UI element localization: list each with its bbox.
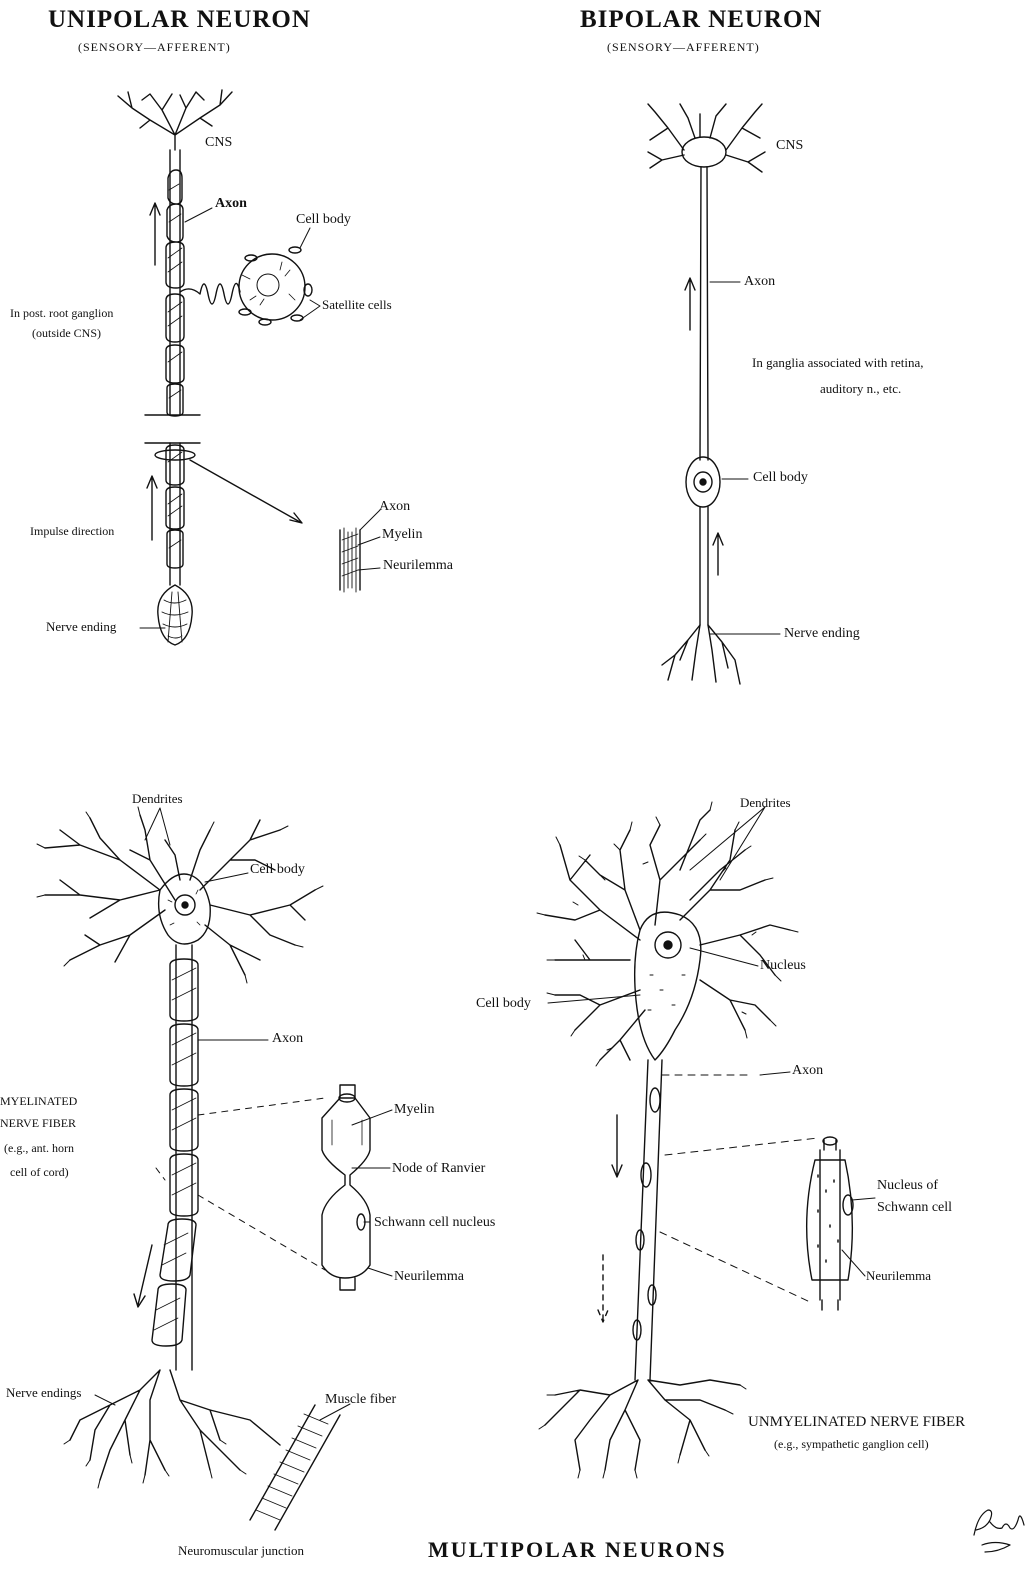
unmyelinated-axon — [633, 1060, 662, 1380]
signature-graphic — [974, 1510, 1024, 1552]
satellite-cells-label: Satellite cells — [322, 298, 392, 313]
unipolar-cell-body-label: Cell body — [296, 212, 351, 228]
unipolar-axon-upper — [166, 150, 184, 416]
myelinated-dendrites — [37, 807, 323, 983]
bipolar-cell-body — [686, 457, 720, 507]
unipolar-cns-label: CNS — [205, 135, 232, 151]
bipolar-title: BIPOLAR NEURON — [580, 6, 823, 34]
unipolar-axon-label: Axon — [215, 196, 247, 212]
unmyelinated-dendrites-label: Dendrites — [740, 796, 791, 811]
nerve-endings-label: Nerve endings — [6, 1386, 81, 1401]
bipolar-axon-lower — [700, 507, 708, 625]
nm-junction-label: Neuromuscular junction — [178, 1544, 304, 1559]
myelinated-axon — [152, 945, 198, 1370]
myelinated-arrow-down — [134, 1245, 152, 1307]
inset-axon-label: Axon — [379, 499, 410, 515]
inset-myelin-label: Myelin — [382, 527, 422, 543]
unmyelinated-cell-body-label: Cell body — [476, 996, 531, 1012]
unipolar-nerve-ending — [158, 585, 192, 645]
unmyelinated-inset — [807, 1137, 853, 1310]
myelinated-dashed-guides — [156, 1098, 325, 1270]
myelinated-nerve-endings — [64, 1370, 280, 1488]
unipolar-cut-marks — [145, 415, 200, 443]
bipolar-cns-label: CNS — [776, 138, 803, 154]
myelinated-fiber-line2: NERVE FIBER — [0, 1117, 76, 1131]
unmyelinated-neuron — [537, 802, 853, 1478]
myelinated-cell-body-label: Cell body — [250, 862, 305, 878]
schwann-nucleus-label: Schwann cell nucleus — [374, 1215, 495, 1231]
bipolar-cell-body-label: Cell body — [753, 470, 808, 486]
inset-neurilemma-label: Neurilemma — [383, 558, 453, 574]
bipolar-location-line2: auditory n., etc. — [820, 382, 901, 397]
schwann-nucleus-line1: Nucleus of — [877, 1178, 938, 1194]
bipolar-arrow-lower — [713, 533, 723, 575]
leader-lines — [95, 208, 875, 1420]
unipolar-axon-lower — [155, 443, 195, 585]
nucleus-label: Nucleus — [760, 958, 806, 974]
bipolar-axon-label: Axon — [744, 274, 775, 290]
muscle-fiber — [250, 1405, 340, 1530]
unipolar-arrow-impulse — [147, 476, 157, 540]
unipolar-subtitle: (SENSORY—AFFERENT) — [78, 40, 231, 55]
myelinated-neurilemma-label: Neurilemma — [394, 1269, 464, 1285]
unipolar-fiber-inset — [340, 528, 360, 592]
bipolar-cns-branches — [648, 104, 765, 172]
bipolar-subtitle: (SENSORY—AFFERENT) — [607, 40, 760, 55]
bipolar-nerve-ending-label: Nerve ending — [784, 626, 860, 642]
unmyelinated-fiber-line1: UNMYELINATED NERVE FIBER — [748, 1414, 965, 1431]
myelinated-fiber-line1: MYELINATED — [0, 1095, 77, 1109]
multipolar-title: MULTIPOLAR NEURONS — [428, 1537, 727, 1563]
unipolar-nerve-ending-label: Nerve ending — [46, 620, 116, 635]
unipolar-cell-body — [180, 247, 312, 325]
bipolar-arrow-up — [685, 278, 695, 330]
muscle-fiber-label: Muscle fiber — [325, 1392, 396, 1408]
unipolar-location-line2: (outside CNS) — [32, 327, 101, 341]
schwann-nucleus-line2: Schwann cell — [877, 1200, 952, 1216]
unipolar-title: UNIPOLAR NEURON — [48, 6, 311, 34]
myelinated-axon-label: Axon — [272, 1031, 303, 1047]
bipolar-neuron — [648, 104, 765, 684]
myelinated-inset — [322, 1085, 370, 1290]
bipolar-location-line1: In ganglia associated with retina, — [752, 356, 923, 371]
bipolar-axon-upper — [700, 167, 708, 460]
node-of-ranvier-label: Node of Ranvier — [392, 1161, 485, 1177]
unmyelinated-arrow-down — [612, 1115, 622, 1177]
impulse-direction-label: Impulse direction — [30, 525, 114, 539]
myelinated-fiber-line4: cell of cord) — [10, 1166, 69, 1180]
unipolar-neuron — [118, 90, 360, 645]
myelinated-dendrites-label: Dendrites — [132, 792, 183, 807]
unmyelinated-fiber-line2: (e.g., sympathetic ganglion cell) — [774, 1438, 929, 1452]
unmyelinated-axon-label: Axon — [792, 1063, 823, 1079]
unmyelinated-cell-body — [635, 912, 701, 1060]
myelinated-cell-body — [159, 874, 211, 944]
myelinated-neuron — [37, 807, 370, 1530]
myelinated-fiber-line3: (e.g., ant. horn — [4, 1142, 74, 1156]
unipolar-inset-pointer — [190, 460, 302, 523]
unipolar-location-line1: In post. root ganglion — [10, 307, 113, 321]
unmyelinated-dendrites — [537, 802, 798, 1066]
unmyelinated-neurilemma-label: Neurilemma — [866, 1269, 931, 1284]
unmyelinated-dashed-guides — [660, 1075, 818, 1302]
myelin-label: Myelin — [394, 1102, 434, 1118]
unipolar-arrow-up — [150, 203, 160, 265]
unmyelinated-nerve-endings — [539, 1380, 746, 1478]
unmyelinated-arrow-dashed — [598, 1255, 608, 1322]
